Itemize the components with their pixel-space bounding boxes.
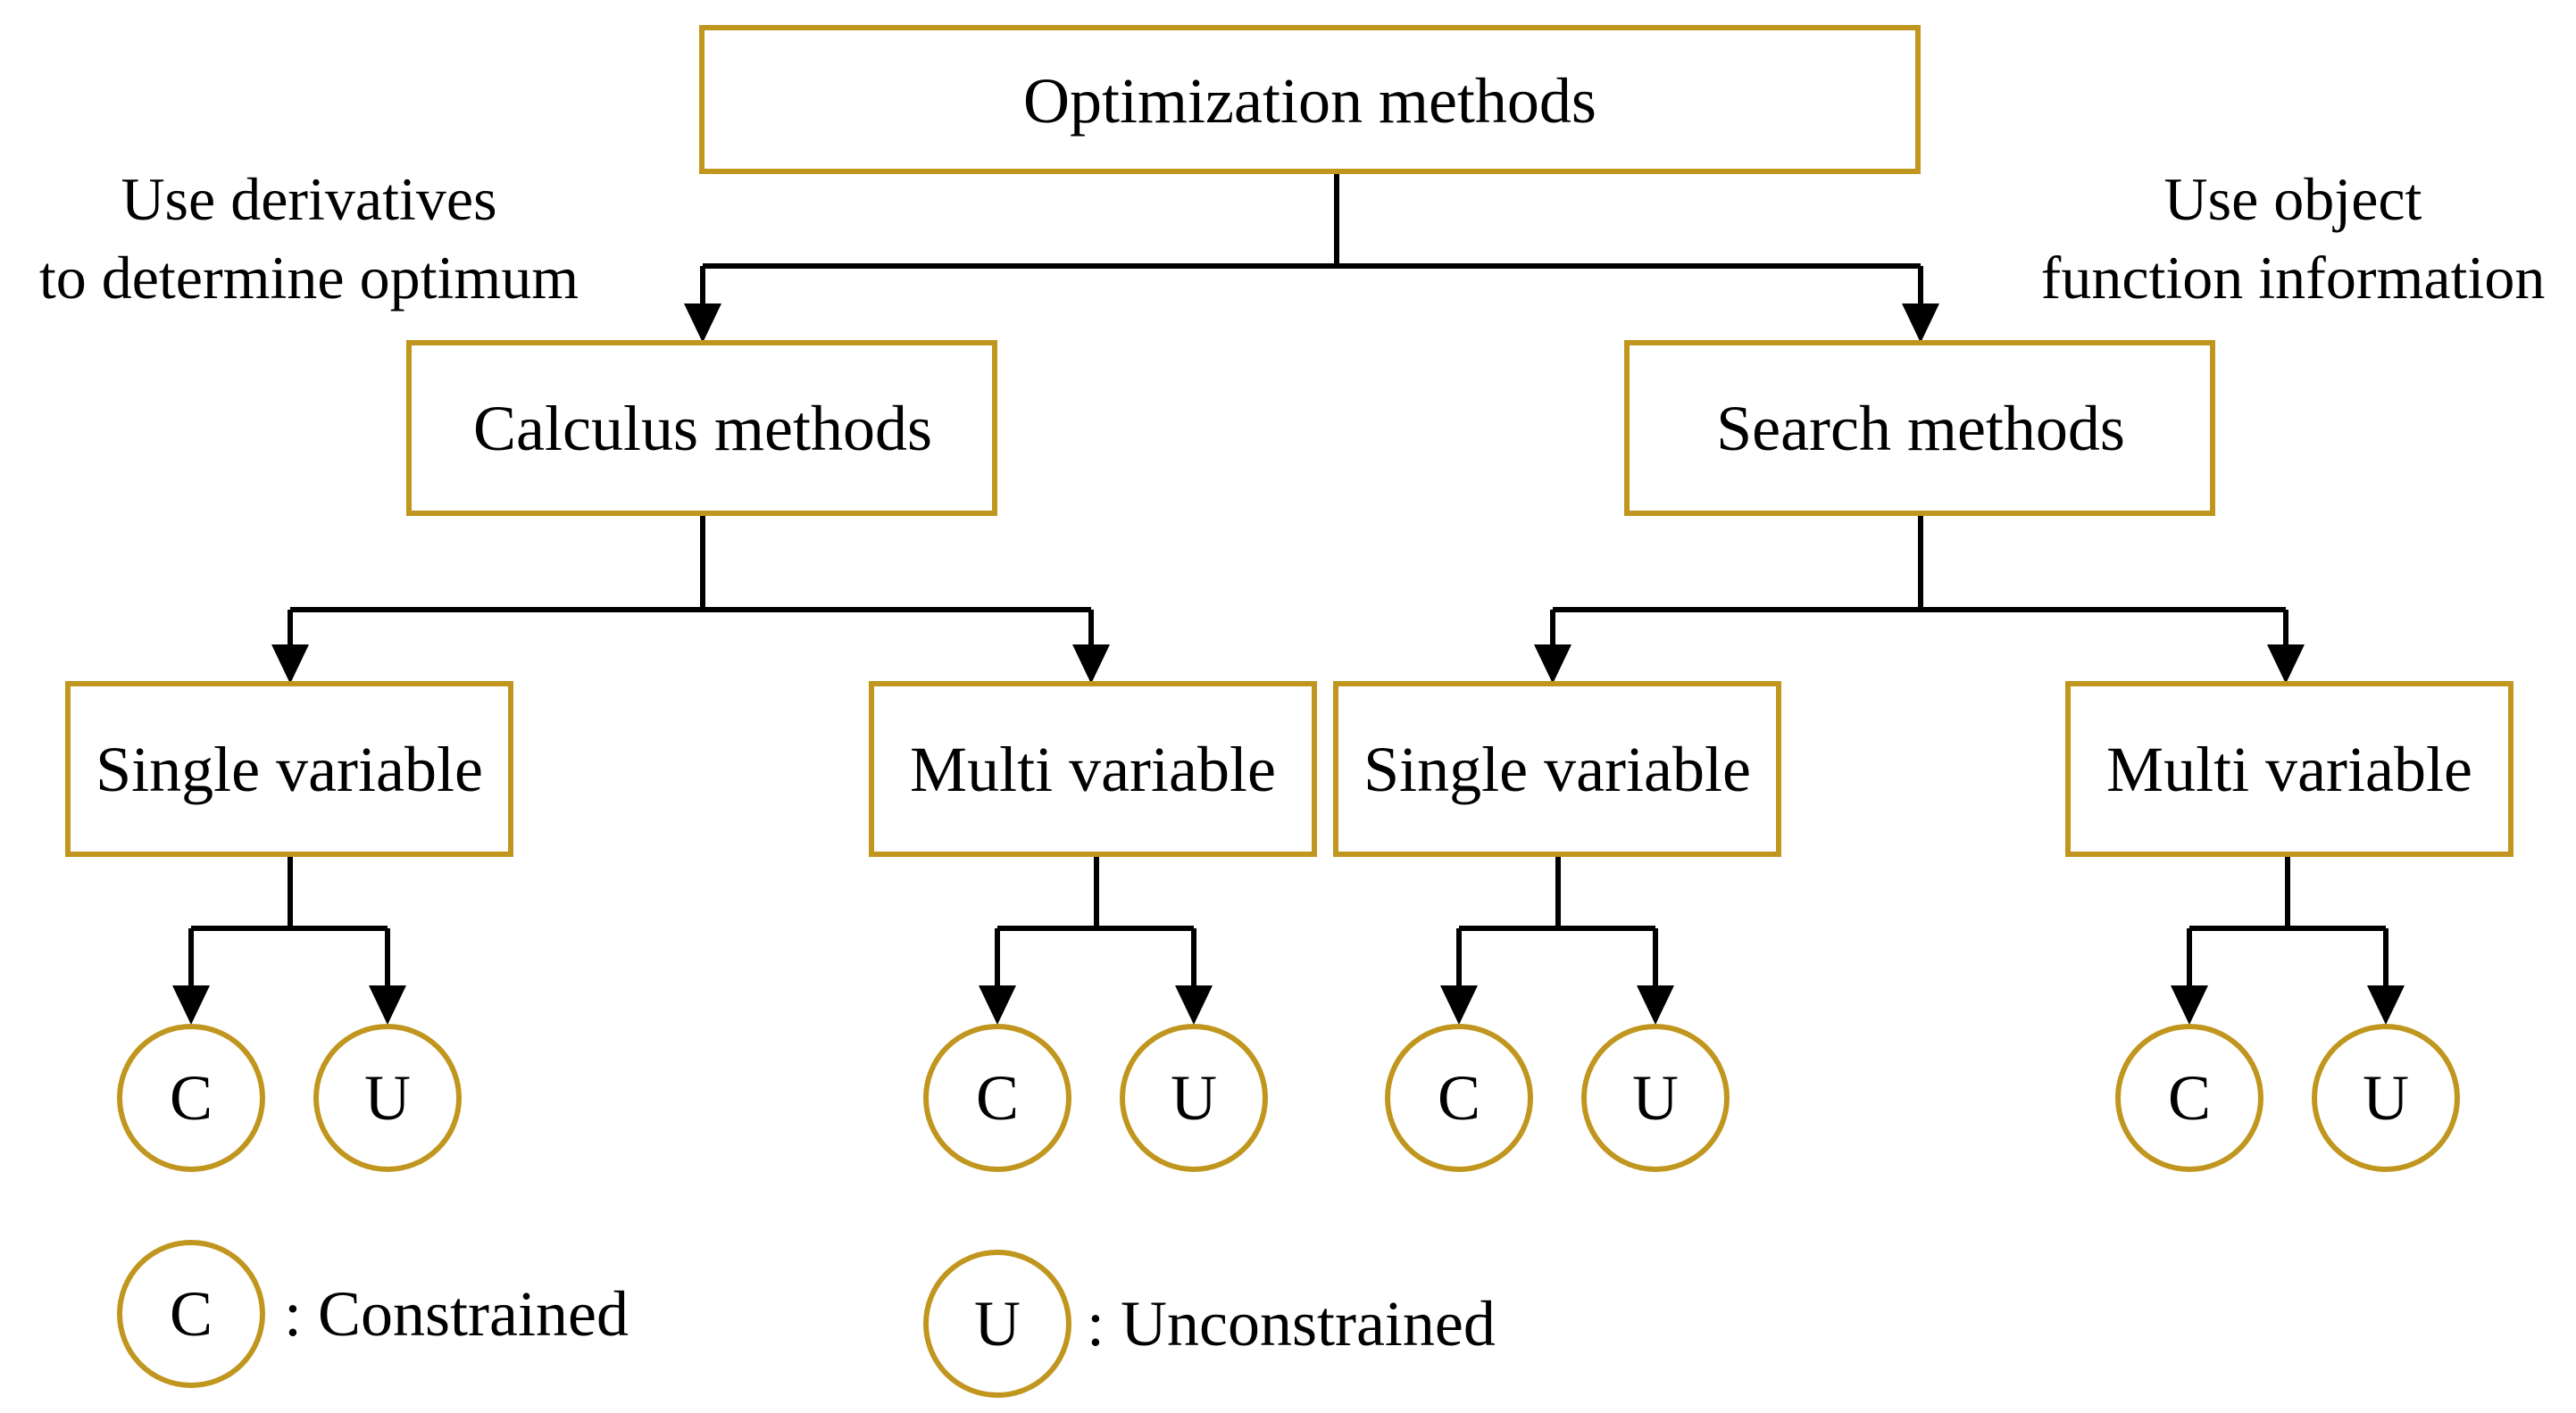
arrowhead-search-single-u xyxy=(1637,985,1674,1025)
arrowhead-calc-single xyxy=(271,644,309,684)
leaf-label: U xyxy=(1171,1062,1217,1134)
connectors xyxy=(172,171,2405,1025)
leaf-label: U xyxy=(2363,1062,2409,1134)
legend-unconstrained-circle xyxy=(923,1250,1071,1398)
calc-multi-label: Multi variable xyxy=(910,734,1276,805)
search-node: Search methods xyxy=(1624,340,2215,516)
legend-unconstrained: U : Unconstrained xyxy=(923,1250,1496,1398)
calc-single-leaf-u: U xyxy=(313,1024,462,1172)
leaf-label: U xyxy=(364,1062,411,1134)
arrowhead-search-single xyxy=(1534,644,1571,684)
calc-multi-leaf-u: U xyxy=(1120,1024,1268,1172)
search-multi-leaf-c: C xyxy=(2115,1024,2263,1172)
search-single-label: Single variable xyxy=(1363,734,1751,805)
leaf-circle xyxy=(313,1024,462,1172)
legend-constrained-symbol: C xyxy=(170,1278,213,1350)
calculus-node: Calculus methods xyxy=(406,340,997,516)
legend: C : Constrained U : Unconstrained xyxy=(117,1240,1496,1398)
calculus-annotation-line-1: Use derivatives xyxy=(121,165,496,233)
root-label: Optimization methods xyxy=(1023,65,1596,137)
calc-multi-box xyxy=(869,681,1317,857)
edge-calc-single-split xyxy=(188,854,390,985)
search-multi-box xyxy=(2065,681,2513,857)
calc-multi-leaf-c: C xyxy=(923,1024,1071,1172)
calc-single-label: Single variable xyxy=(96,734,483,805)
search-annotation-line-2: function information xyxy=(2041,244,2546,312)
leaf-circle xyxy=(2312,1024,2460,1172)
root-box xyxy=(699,25,1921,174)
search-single-box xyxy=(1333,681,1781,857)
calculus-annotation-line-2: to determine optimum xyxy=(39,244,579,312)
arrowhead-calc-multi xyxy=(1072,644,1110,684)
arrowhead-calc-multi-u xyxy=(1175,985,1213,1025)
edge-calc-multi-split xyxy=(995,854,1196,985)
calc-single-leaf-c: C xyxy=(117,1024,265,1172)
arrowhead-calculus xyxy=(684,303,721,343)
arrowhead-search xyxy=(1902,303,1939,343)
edge-root-split xyxy=(703,171,1921,269)
edge-search-multi-split xyxy=(2187,854,2388,985)
legend-constrained-text: : Constrained xyxy=(284,1278,629,1350)
leaf-label: U xyxy=(1632,1062,1679,1134)
search-label: Search methods xyxy=(1716,393,2125,464)
legend-unconstrained-symbol: U xyxy=(974,1288,1021,1359)
search-single-leaf-c: C xyxy=(1385,1024,1533,1172)
edge-calculus-split xyxy=(290,513,1091,612)
search-single-leaf-u: U xyxy=(1581,1024,1730,1172)
leaf-circle xyxy=(1120,1024,1268,1172)
search-box xyxy=(1624,340,2215,516)
leaf-circle xyxy=(2115,1024,2263,1172)
leaf-label: C xyxy=(1438,1062,1480,1134)
legend-constrained: C : Constrained xyxy=(117,1240,629,1388)
legend-unconstrained-text: : Unconstrained xyxy=(1087,1288,1496,1359)
leaf-label: C xyxy=(976,1062,1019,1134)
search-single-node: Single variable xyxy=(1333,681,1781,857)
arrowhead-search-multi-u xyxy=(2367,985,2405,1025)
arrowhead-calc-single-c xyxy=(172,985,210,1025)
search-multi-leaf-u: U xyxy=(2312,1024,2460,1172)
search-multi-label: Multi variable xyxy=(2106,734,2472,805)
calculus-label: Calculus methods xyxy=(473,393,932,464)
arrowhead-search-single-c xyxy=(1440,985,1478,1025)
leaf-label: C xyxy=(170,1062,213,1134)
calc-single-node: Single variable xyxy=(65,681,513,857)
leaf-circle xyxy=(1581,1024,1730,1172)
search-multi-node: Multi variable xyxy=(2065,681,2513,857)
arrowhead-search-multi xyxy=(2267,644,2305,684)
arrowhead-calc-single-u xyxy=(369,985,406,1025)
leaf-label: C xyxy=(2168,1062,2211,1134)
calc-multi-node: Multi variable xyxy=(869,681,1317,857)
calculus-box xyxy=(406,340,997,516)
calc-single-box xyxy=(65,681,513,857)
arrowhead-calc-multi-c xyxy=(979,985,1016,1025)
root-node: Optimization methods xyxy=(699,25,1921,174)
edge-search-split xyxy=(1553,513,2286,612)
edge-search-single-split xyxy=(1456,854,1658,985)
leaf-circle xyxy=(923,1024,1071,1172)
leaf-circle xyxy=(117,1024,265,1172)
arrowhead-search-multi-c xyxy=(2171,985,2208,1025)
legend-constrained-circle xyxy=(117,1240,265,1388)
search-annotation-line-1: Use object xyxy=(2164,165,2422,233)
leaf-circle xyxy=(1385,1024,1533,1172)
